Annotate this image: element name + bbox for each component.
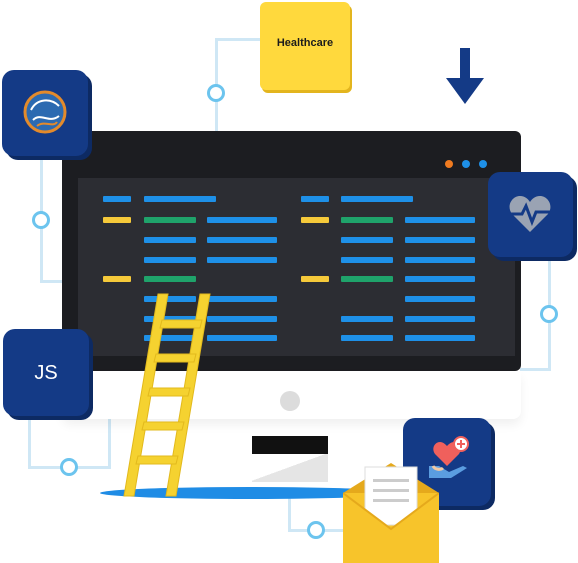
code-bar	[144, 217, 196, 223]
connector-node	[307, 521, 325, 539]
wire-database-horizontal	[40, 280, 64, 283]
code-bar	[144, 316, 196, 322]
connector-node	[32, 211, 50, 229]
heart-in-hand-plus-icon	[429, 436, 469, 478]
code-bar	[207, 296, 277, 302]
database-tile	[2, 70, 88, 156]
code-bar	[207, 316, 277, 322]
monitor-status-dot	[445, 160, 453, 168]
code-bar	[144, 276, 196, 282]
monitor-stand	[252, 436, 328, 482]
healthcare-card: Healthcare	[260, 2, 350, 90]
code-bar	[301, 217, 329, 223]
code-bar	[103, 276, 131, 282]
code-bar	[207, 237, 277, 243]
code-bar	[144, 196, 216, 202]
wire-js-vertical	[28, 418, 31, 468]
code-bar	[405, 316, 475, 322]
code-bar	[405, 335, 475, 341]
wire-envelope-vertical	[288, 498, 291, 532]
code-bar	[341, 196, 413, 202]
code-bar	[341, 335, 393, 341]
code-bar	[103, 196, 131, 202]
code-bar	[341, 217, 393, 223]
wire-healthcare-horizontal	[215, 38, 261, 41]
code-bar	[405, 296, 475, 302]
code-bar	[144, 335, 196, 341]
code-bar	[207, 335, 277, 341]
connector-node	[60, 458, 78, 476]
power-button	[280, 391, 300, 411]
healthcare-label: Healthcare	[276, 37, 334, 49]
code-bar	[207, 217, 277, 223]
sql-server-database-icon	[23, 90, 67, 134]
code-bar	[341, 257, 393, 263]
js-label: JS	[34, 362, 58, 384]
code-bar	[144, 237, 196, 243]
code-bar	[341, 276, 393, 282]
code-bar	[405, 217, 475, 223]
ladder-icon	[123, 293, 211, 497]
connector-node	[207, 84, 225, 102]
code-bar	[405, 276, 475, 282]
heartbeat-icon	[509, 196, 551, 232]
connector-node	[540, 305, 558, 323]
care-tile	[403, 418, 491, 506]
code-bar	[405, 237, 475, 243]
js-tile: JS	[3, 329, 89, 416]
code-bar	[341, 237, 393, 243]
code-bar	[301, 196, 329, 202]
download-arrow-icon	[446, 48, 484, 104]
monitor-screen	[78, 178, 515, 356]
wire-js-up	[108, 419, 111, 469]
code-bar	[144, 257, 196, 263]
code-bar	[207, 257, 277, 263]
code-bar	[405, 257, 475, 263]
envelope-letter-icon	[343, 463, 439, 563]
code-bar	[301, 276, 329, 282]
heartbeat-tile	[488, 172, 573, 257]
wire-heart-horizontal	[520, 368, 551, 371]
code-bar	[103, 217, 131, 223]
monitor-status-dot	[479, 160, 487, 168]
code-bar	[144, 296, 196, 302]
code-bar	[341, 316, 393, 322]
monitor-status-dot	[462, 160, 470, 168]
